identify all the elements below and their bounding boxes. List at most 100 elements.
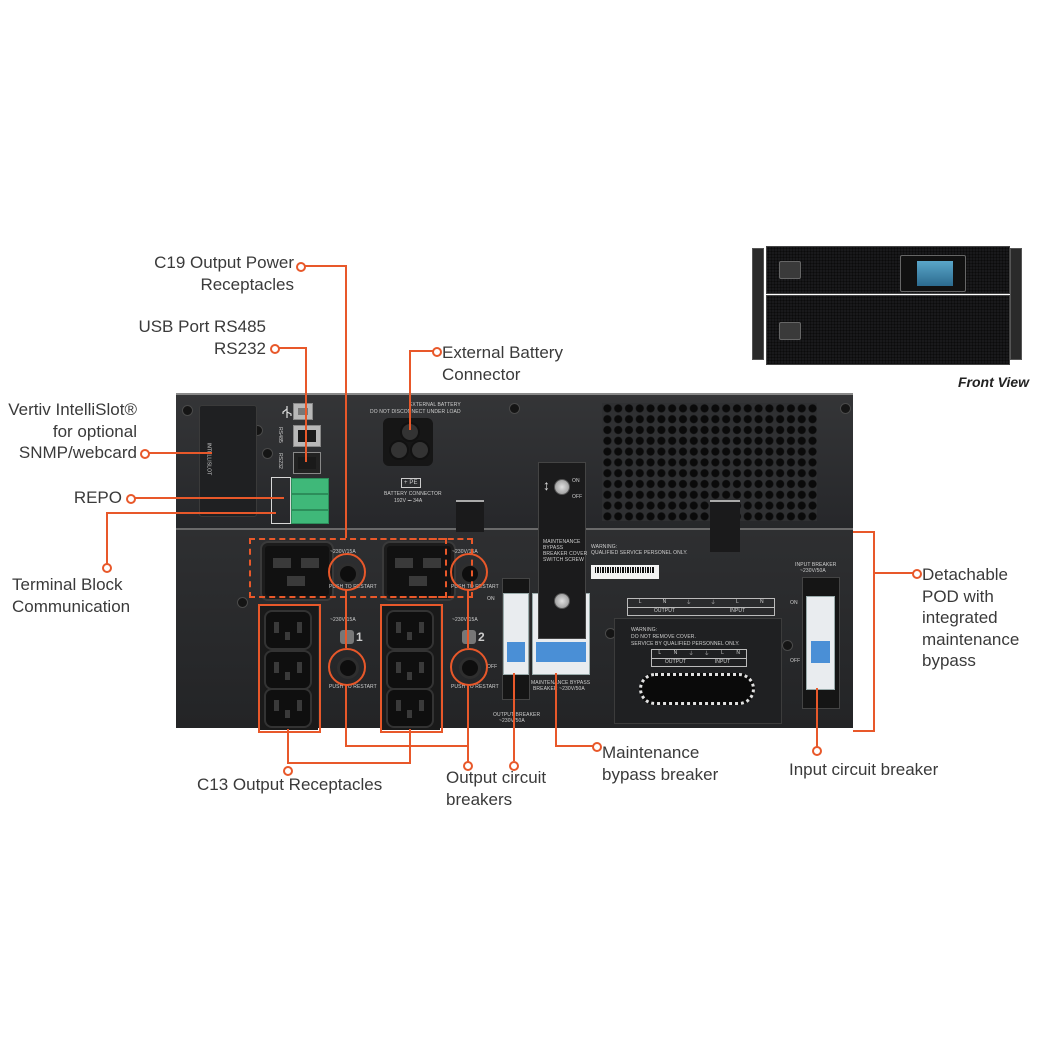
screw [840,403,851,414]
input-text: INPUT [729,608,746,614]
callout-dot [463,761,473,771]
label-line: USB Port RS485 [138,317,266,336]
label-line: Vertiv IntelliSlot® [8,400,137,419]
mb-cover-text: BREAKER COVER [543,551,588,557]
output-text: OUTPUT [653,608,676,614]
terminal-text: ⏚ [688,651,694,657]
warning-text: SERVICE BY QUALIFIED PERSONNEL ONLY. [631,641,740,647]
label-usb-rs485-rs232: USB Port RS485 RS232 [100,316,266,359]
label-line: Output circuit [446,768,547,787]
output-text: OUTPUT [664,659,687,665]
label-line: for optional [52,421,137,441]
label-line: integrated [922,608,998,627]
c13-receptacle [266,652,310,688]
callout-line [875,572,913,574]
callout-line [106,512,108,564]
label-external-battery: External Battery Connector [442,342,563,385]
callout-dot [140,449,150,459]
callout-line [304,265,347,267]
c13-receptacle [266,612,310,648]
callout-dot [592,742,602,752]
output-group-number: 1 [356,630,363,644]
input-breaker-rating: ~230V/50A [800,568,826,574]
barcode-label [591,565,659,579]
terminal-plate-top: L N ⏚ ⏚ L N OUTPUT INPUT [627,598,775,616]
label-line: Maintenance [602,743,700,762]
callout-dot [912,569,922,579]
label-detachable-pod: Detachable POD with integrated maintenan… [922,564,1019,672]
callout-line [409,350,433,352]
mb-cover-text: BYPASS [543,545,564,551]
screw [509,403,520,414]
terminal-block-connector [291,478,329,494]
cover-screw-knob[interactable] [554,593,570,609]
callout-dot [296,262,306,272]
on-text: ON [790,600,798,606]
label-line: maintenance [922,629,1020,649]
mb-cover-text: SWITCH SCREW [543,557,584,563]
on-text: ON [487,596,495,602]
input-circuit-breaker[interactable] [806,596,835,690]
c13-receptacle [388,690,432,726]
label-line: bypass [922,651,976,670]
callout-line [853,730,875,732]
off-text: OFF [487,664,498,670]
callout-line [345,685,347,747]
usb-port [293,403,313,420]
label-c19-output: C19 Output Power Receptacles [120,252,294,295]
on-text: ON [572,478,580,484]
callout-line [555,673,557,747]
label-line: Detachable [922,565,1009,584]
label-line: RS232 [214,338,266,358]
rs232-port [293,452,321,474]
c13-group2-highlight [380,604,443,733]
screw [182,405,193,416]
output-main-breaker[interactable] [503,593,529,675]
callout-line [467,685,469,762]
terminal-plate-cover: L N ⏚ ⏚ L N OUTPUT INPUT [651,649,747,667]
maintenance-bypass-cover[interactable]: ↕ MAINTENANCE BYPASS BREAKER COVER SWITC… [538,462,588,639]
rs232-text: RS232 [276,453,283,469]
c19-rating-text: ~230V/15A [452,549,478,555]
usb-icon [282,406,292,418]
callout-line [106,512,276,514]
warning-text: WARNING: [631,627,658,633]
label-intellislot: Vertiv IntelliSlot® for optional SNMP/we… [0,399,137,464]
rs485-port [293,425,321,447]
label-line: C19 Output Power [154,253,294,272]
screw [237,597,248,608]
callout-line [409,350,411,430]
breaker-highlight-circle [450,648,488,686]
cover-screw-knob[interactable] [554,479,570,495]
callout-line [873,531,875,732]
mb-cover-text: MAINTENANCE [543,539,581,545]
label-input-breaker: Input circuit breaker [789,760,939,779]
c13-receptacle [266,690,310,726]
breaker-highlight-circle [328,648,366,686]
front-battery-unit [766,295,1010,365]
callout-dot [270,344,280,354]
callout-line [134,497,284,499]
c13-rating-text: ~230V/15A [452,617,478,623]
battery-connector-text: BATTERY CONNECTOR [384,491,442,497]
battery-connector [383,418,433,466]
terminal-text: L [736,599,739,605]
c13-rating-text: ~230V/15A [330,617,356,623]
callout-dot [812,746,822,756]
up-down-arrow-icon: ↕ [543,477,550,493]
off-text: OFF [790,658,801,664]
callout-dot [432,347,442,357]
ext-battery-text: EXTERNAL BATTERY [409,402,461,408]
terminal-text: ⏚ [686,600,692,606]
terminal-text: N [673,650,678,656]
breaker-highlight-circle [450,553,488,591]
terminal-text: N [736,650,741,656]
push-to-restart-text: PUSH TO RESTART [329,684,377,690]
battery-rating-text: 192V ⎓ 34A [394,498,423,504]
input-breaker-text: INPUT BREAKER [795,562,837,568]
label-line: POD with [922,586,994,606]
label-line: breakers [446,789,513,809]
c13-group1-highlight [258,604,321,733]
label-repo: REPO [73,488,122,507]
callout-line [816,688,818,748]
